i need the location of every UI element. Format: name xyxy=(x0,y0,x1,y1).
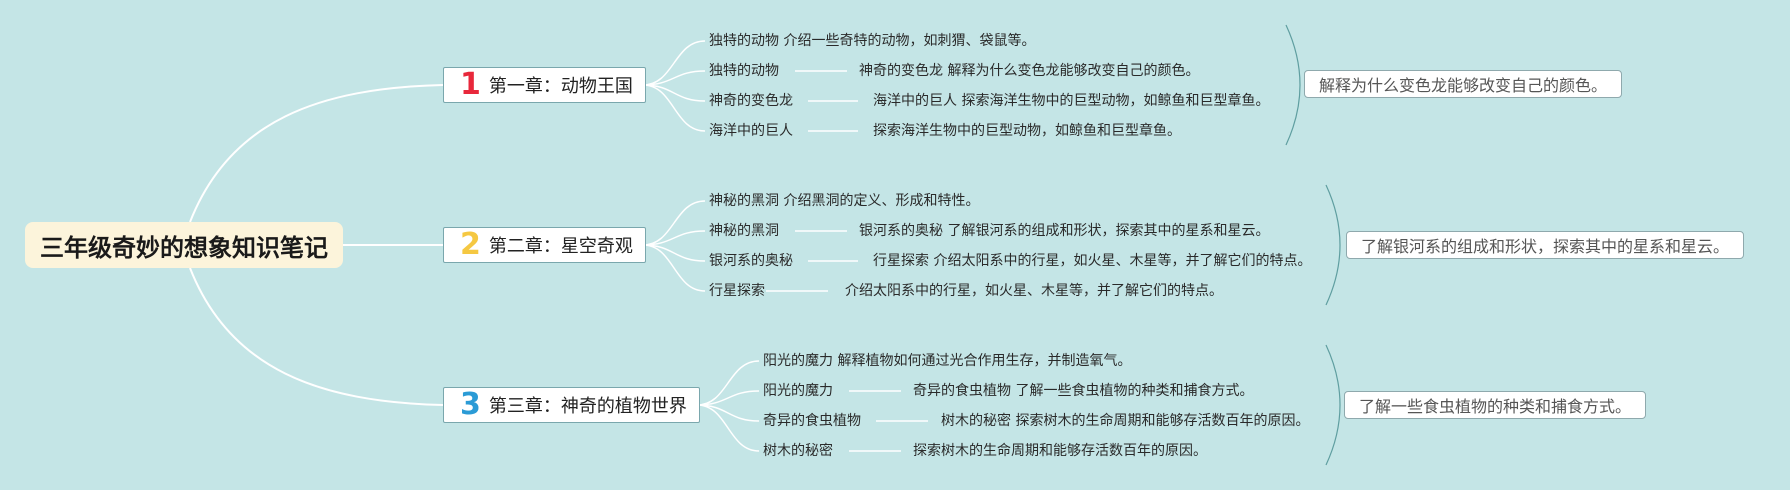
chapter-3-summary-bracket xyxy=(1325,344,1341,466)
chapter-1-title: 第一章：动物王国 xyxy=(488,76,633,97)
chapter-3-summary-text: 了解一些食虫植物的种类和捕食方式。 xyxy=(1359,397,1632,416)
chapter-1-item-2[interactable]: 独特的动物 xyxy=(709,63,779,79)
chapter-3-item-3[interactable]: 奇异的食虫植物 xyxy=(763,413,861,429)
chapter-2-item-3[interactable]: 银河系的奥秘 xyxy=(709,253,793,269)
chapter-2-item-2-detail: 银河系的奥秘 了解银河系的组成和形状，探索其中的星系和星云。 xyxy=(859,223,1270,239)
root-to-chapter-3-link xyxy=(189,267,444,406)
chapter-2-item-1-link xyxy=(642,200,706,246)
root-title: 三年级奇妙的想象知识笔记 xyxy=(40,233,328,262)
chapter-3-item-3-detail: 树木的秘密 探索树木的生命周期和能够存活数百年的原因。 xyxy=(941,413,1310,429)
chapter-1-item-3-detail: 海洋中的巨人 探索海洋生物中的巨型动物，如鲸鱼和巨型章鱼。 xyxy=(873,93,1270,109)
chapter-1-number: 1 xyxy=(460,67,481,102)
chapter-2-item-4-link xyxy=(642,244,706,292)
chapter-1-summary-bracket xyxy=(1285,24,1301,146)
chapter-1-node[interactable]: 1 第一章：动物王国 xyxy=(443,67,646,103)
chapter-3-number: 3 xyxy=(460,387,481,422)
chapter-3-item-1[interactable]: 阳光的魔力 解释植物如何通过光合作用生存，并制造氧气。 xyxy=(763,353,1132,369)
chapter-1-item-4-detail: 探索海洋生物中的巨型动物，如鲸鱼和巨型章鱼。 xyxy=(873,123,1181,139)
chapter-2-item-2-link xyxy=(642,230,706,246)
chapter-1-item-1[interactable]: 独特的动物 介绍一些奇特的动物，如刺猬、袋鼠等。 xyxy=(709,33,1036,49)
root-topic[interactable]: 三年级奇妙的想象知识笔记 xyxy=(25,222,343,268)
chapter-3-item-4-link xyxy=(696,404,760,452)
chapter-1-summary-text: 解释为什么变色龙能够改变自己的颜色。 xyxy=(1319,76,1608,95)
chapter-3-item-2[interactable]: 阳光的魔力 xyxy=(763,383,833,399)
chapter-1-item-4-link xyxy=(642,84,706,132)
chapter-3-item-4-detail: 探索树木的生命周期和能够存活数百年的原因。 xyxy=(913,443,1207,459)
chapter-1-item-3[interactable]: 神奇的变色龙 xyxy=(709,93,793,109)
chapter-3-item-2-link xyxy=(696,390,760,406)
chapter-3-item-2-detail: 奇异的食虫植物 了解一些食虫植物的种类和捕食方式。 xyxy=(913,383,1254,399)
chapter-3-summary[interactable]: 了解一些食虫植物的种类和捕食方式。 xyxy=(1344,391,1647,419)
chapter-2-summary-bracket xyxy=(1325,184,1341,306)
chapter-1-item-2-link xyxy=(642,70,706,86)
chapter-1-item-2-detail: 神奇的变色龙 解释为什么变色龙能够改变自己的颜色。 xyxy=(859,63,1200,79)
chapter-2-number: 2 xyxy=(460,227,481,262)
chapter-2-title: 第二章：星空奇观 xyxy=(488,236,633,257)
chapter-2-item-2[interactable]: 神秘的黑洞 xyxy=(709,223,779,239)
chapter-1-item-1-link xyxy=(642,40,706,86)
chapter-2-summary[interactable]: 了解银河系的组成和形状，探索其中的星系和星云。 xyxy=(1346,231,1745,259)
chapter-1-summary[interactable]: 解释为什么变色龙能够改变自己的颜色。 xyxy=(1304,70,1623,98)
chapter-3-item-4[interactable]: 树木的秘密 xyxy=(763,443,833,459)
chapter-1-item-4[interactable]: 海洋中的巨人 xyxy=(709,123,793,139)
chapter-3-node[interactable]: 3 第三章：神奇的植物世界 xyxy=(443,387,700,423)
chapter-2-item-3-detail: 行星探索 介绍太阳系中的行星，如火星、木星等，并了解它们的特点。 xyxy=(873,253,1312,269)
chapter-2-item-4-detail: 介绍太阳系中的行星，如火星、木星等，并了解它们的特点。 xyxy=(845,283,1223,299)
chapter-3-title: 第三章：神奇的植物世界 xyxy=(488,396,687,417)
chapter-3-item-1-link xyxy=(696,360,760,406)
chapter-2-summary-text: 了解银河系的组成和形状，探索其中的星系和星云。 xyxy=(1361,237,1730,256)
chapter-2-item-4[interactable]: 行星探索 xyxy=(709,283,765,299)
root-to-chapter-1-link xyxy=(189,84,444,223)
chapter-2-item-1[interactable]: 神秘的黑洞 介绍黑洞的定义、形成和特性。 xyxy=(709,193,980,209)
chapter-2-node[interactable]: 2 第二章：星空奇观 xyxy=(443,227,646,263)
